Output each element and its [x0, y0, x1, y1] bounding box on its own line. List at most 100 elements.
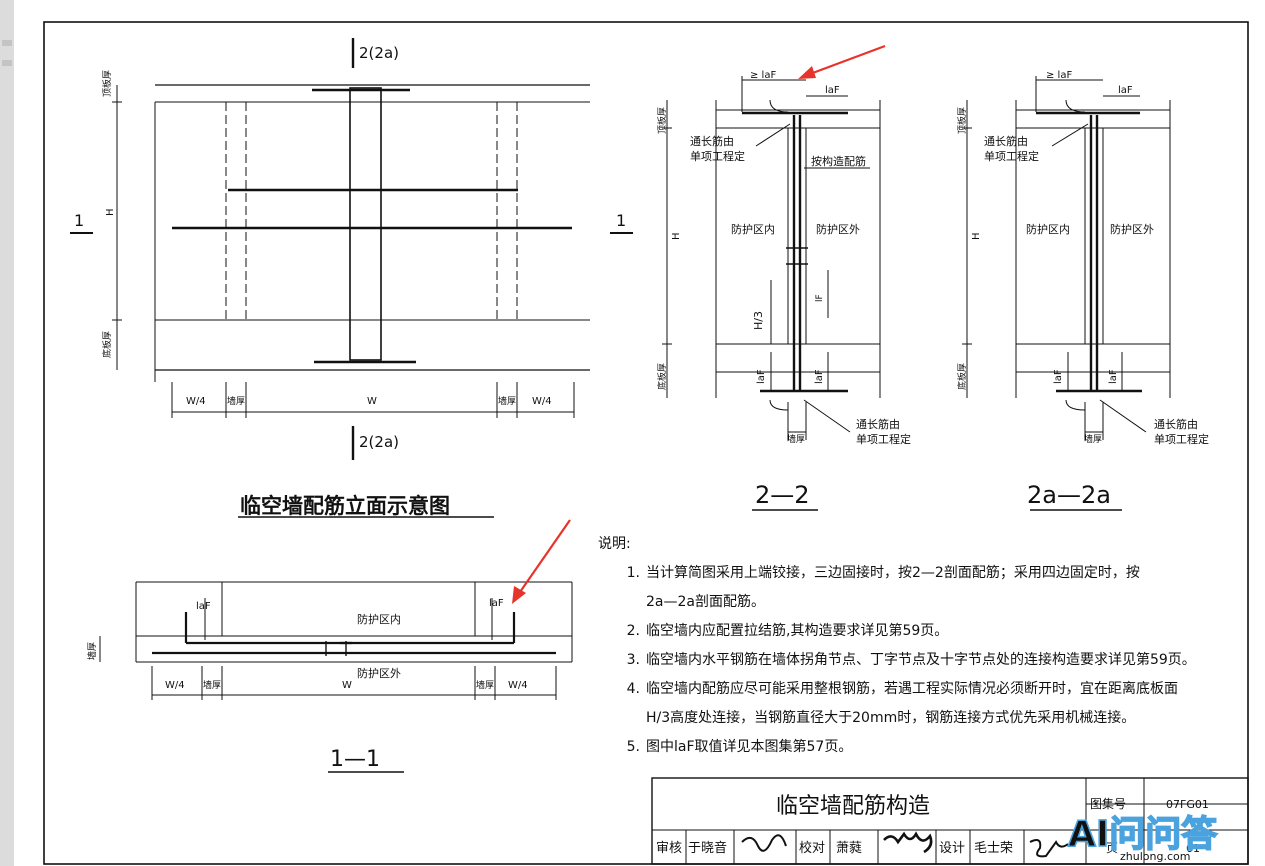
wall-thk-label: 墙厚: [787, 433, 805, 445]
bar-note: 单项工程定: [856, 432, 911, 446]
bar-note: 通长筋由: [984, 134, 1028, 148]
inside-zone-label: 防护区内: [357, 612, 401, 626]
wall-thk-label: 墙厚: [1084, 433, 1102, 445]
laf-label: laF: [1053, 369, 1064, 384]
section-2a-2a-labels: ≥ laF laF 顶板厚 底板厚 H laF laF 通长筋由 单项工程定 防…: [956, 70, 1209, 509]
dim-label: 墙厚: [498, 395, 516, 407]
lf-label: lF: [815, 294, 825, 302]
note-text: 临空墙内配筋应尽可能采用整根钢筋，若遇工程实际情况必须断开时，宜在距离底板面: [646, 681, 1178, 697]
height-label: H: [105, 208, 116, 216]
note-number: 2.: [626, 623, 640, 639]
note-continuation: 2a—2a剖面配筋。: [646, 594, 765, 610]
laf-label: laF: [196, 601, 211, 612]
top-slab-label: 顶板厚: [956, 107, 968, 134]
drawing-sheet: 2(2a) 2(2a) 1 1 顶板厚 底板厚 H W/4 墙厚 W 墙厚 W/…: [43, 21, 1249, 865]
laf-ge-label: ≥ laF: [1046, 70, 1072, 81]
check-label: 校对: [799, 840, 825, 856]
bar-note: 单项工程定: [984, 149, 1039, 163]
dim-label: W/4: [186, 396, 206, 407]
laf-label: laF: [825, 85, 840, 96]
watermark: AI问问答 zhulong.com: [1067, 813, 1219, 863]
watermark-sub: zhulong.com: [1120, 850, 1190, 863]
bottom-slab-label: 底板厚: [101, 331, 113, 358]
note-text: 当计算简图采用上端铰接，三边固接时，按2—2剖面配筋；采用四边固定时，按: [646, 565, 1140, 581]
section-label-left: 1: [74, 211, 84, 230]
note-continuation: H/3高度处连接，当钢筋直径大于20mm时，钢筋连接方式优先采用机械连接。: [646, 710, 1136, 726]
sheet-frame: [43, 21, 1249, 865]
dim-label: 墙厚: [476, 679, 494, 691]
scroll-marker: [2, 60, 12, 66]
outside-zone-label: 防护区外: [357, 666, 401, 680]
section-2a-2a-title: 2a—2a: [1027, 481, 1111, 509]
section-2-2: [662, 76, 881, 511]
section-mark-bottom: 2(2a): [359, 433, 399, 451]
top-slab-label: 顶板厚: [656, 107, 668, 134]
page-number: 61: [1186, 842, 1200, 855]
designer-name: 毛士荣: [974, 841, 1013, 856]
dim-label: 墙厚: [227, 395, 245, 407]
outside-zone-label: 防护区外: [816, 222, 860, 236]
elevation-title: 临空墙配筋立面示意图: [240, 494, 450, 518]
drawing-title: 临空墙配筋构造: [776, 794, 930, 819]
watermark-text: AI问问答: [1068, 814, 1218, 855]
section-1-1: [99, 581, 573, 773]
dim-label: W: [342, 680, 352, 691]
checker-name: 萧蕤: [836, 841, 862, 856]
title-block: [651, 777, 1249, 865]
bar-note: 按构造配筋: [811, 154, 866, 168]
bar-note: 通长筋由: [856, 417, 900, 431]
note-number: 1.: [626, 565, 640, 581]
top-slab-label: 顶板厚: [101, 70, 113, 97]
section-2a-2a: [962, 76, 1171, 511]
dim-label: W/4: [165, 680, 185, 691]
note-number: 5.: [626, 739, 640, 755]
section-label-right: 1: [616, 211, 626, 230]
note-item: 1. 当计算简图采用上端铰接，三边固接时，按2—2剖面配筋；采用四边固定时，按: [598, 559, 1258, 588]
laf-label: laF: [814, 369, 825, 384]
height-label: H: [671, 232, 682, 240]
outside-zone-label: 防护区外: [1110, 222, 1154, 236]
section-2-2-labels: ≥ laF laF 顶板厚 底板厚 H H/3 lF laF laF 通长筋由 …: [656, 70, 911, 509]
section-1-1-labels: laF laF 防护区内 防护区外 墙厚 W/4 墙厚 W 墙厚 W/4 1—1: [86, 598, 528, 772]
annotation-arrows: [512, 44, 886, 604]
laf-ge-label: ≥ laF: [750, 70, 776, 81]
viewer-scrollbar[interactable]: [0, 0, 14, 866]
height-label: H: [971, 232, 982, 240]
notes-section: 说明: 1. 当计算简图采用上端铰接，三边固接时，按2—2剖面配筋；采用四边固定…: [598, 530, 1258, 762]
bottom-slab-label: 底板厚: [656, 363, 668, 390]
atlas-number: 07FG01: [1166, 798, 1209, 811]
bar-note: 通长筋由: [690, 134, 734, 148]
inside-zone-label: 防护区内: [1026, 222, 1070, 236]
notes-heading: 说明:: [598, 536, 631, 552]
dim-label: W/4: [532, 396, 552, 407]
note-number: 4.: [626, 681, 640, 697]
reviewer-name: 于晓音: [688, 840, 727, 856]
section-2-2-title: 2—2: [755, 481, 810, 509]
bar-note: 单项工程定: [1154, 432, 1209, 446]
laf-label: laF: [756, 369, 767, 384]
note-item: 4. 临空墙内配筋应尽可能采用整根钢筋，若遇工程实际情况必须断开时，宜在距离底板…: [598, 675, 1258, 704]
bar-note: 单项工程定: [690, 149, 745, 163]
elevation-view: [70, 38, 633, 518]
inside-zone-label: 防护区内: [731, 222, 775, 236]
dim-label: 墙厚: [203, 679, 221, 691]
laf-label: laF: [1118, 85, 1133, 96]
wall-thk-label: 墙厚: [86, 642, 98, 660]
title-block-labels: 临空墙配筋构造 图集号 07FG01 页 61 审核 于晓音 校对 萧蕤 设计 …: [656, 794, 1209, 856]
note-number: 3.: [626, 652, 640, 668]
laf-label: laF: [1108, 369, 1119, 384]
note-item: 2. 临空墙内应配置拉结筋,其构造要求详见第59页。: [598, 617, 1258, 646]
elevation-labels: 2(2a) 2(2a) 1 1 顶板厚 底板厚 H W/4 墙厚 W 墙厚 W/…: [74, 44, 626, 518]
laf-label: laF: [489, 598, 504, 609]
review-label: 审核: [656, 841, 682, 856]
dim-label: W/4: [508, 680, 528, 691]
h3-label: H/3: [752, 311, 765, 330]
note-text: 临空墙内水平钢筋在墙体拐角节点、丁字节点及十字节点处的连接构造要求详见第59页。: [646, 652, 1196, 668]
note-text: 临空墙内应配置拉结筋,其构造要求详见第59页。: [646, 623, 949, 639]
section-1-1-title: 1—1: [330, 747, 380, 772]
bar-note: 通长筋由: [1154, 417, 1198, 431]
design-label: 设计: [939, 841, 965, 856]
note-text: 图中laF取值详见本图集第57页。: [646, 739, 853, 755]
note-item: 3. 临空墙内水平钢筋在墙体拐角节点、丁字节点及十字节点处的连接构造要求详见第5…: [598, 646, 1258, 675]
scroll-marker: [2, 40, 12, 46]
